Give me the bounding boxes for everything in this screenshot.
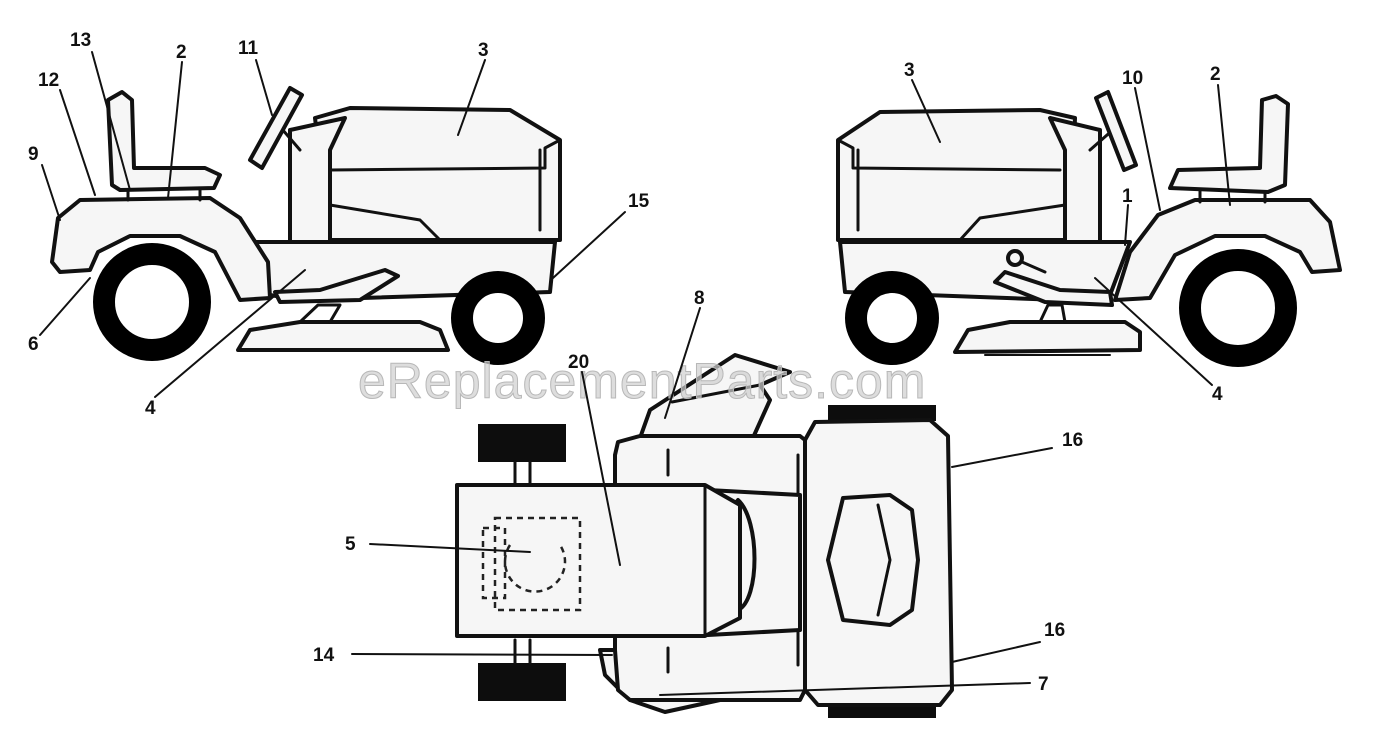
leader-right-1 — [1124, 204, 1129, 246]
right-rear-wheel — [1179, 249, 1297, 367]
right-seat-back — [1168, 94, 1290, 194]
top-front-tire-right — [478, 663, 566, 701]
leader-left-3 — [457, 59, 486, 136]
left-side-view — [50, 86, 562, 365]
leader-top-20 — [581, 371, 621, 566]
top-chute-fold — [670, 383, 762, 404]
top-rear-tire-left — [828, 405, 936, 421]
right-front-wheel — [845, 271, 939, 365]
callout-right-10: 10 — [1122, 68, 1143, 89]
right-hood-side-line — [836, 138, 1062, 172]
top-engine-inner — [481, 526, 507, 600]
top-view — [455, 353, 954, 718]
leader-right-2 — [1217, 84, 1231, 206]
left-seat-base — [126, 186, 202, 202]
callout-top-16b: 16 — [1044, 620, 1065, 641]
callout-right-1: 1 — [1122, 186, 1133, 207]
callout-top-8: 8 — [694, 288, 705, 309]
top-front-tire-left — [478, 424, 566, 462]
right-side-view — [836, 90, 1342, 367]
callout-left-6: 6 — [28, 334, 39, 355]
top-seat — [826, 493, 920, 627]
leader-top-14 — [351, 653, 613, 656]
leader-left-13 — [91, 51, 131, 191]
right-lift-lever — [1020, 260, 1047, 274]
callout-left-4: 4 — [145, 398, 156, 419]
left-steering-wheel — [248, 86, 304, 170]
callout-left-13: 13 — [70, 30, 91, 51]
top-engine-flywheel — [503, 544, 567, 593]
callout-left-3: 3 — [478, 40, 489, 61]
leader-lines — [39, 51, 1231, 696]
callout-left-11: 11 — [238, 38, 259, 59]
left-hood-panel — [328, 203, 442, 242]
callout-top-5: 5 — [345, 534, 356, 555]
left-front-wheel — [451, 271, 545, 365]
leader-left-12 — [59, 89, 96, 196]
leader-left-6 — [39, 277, 91, 336]
leader-right-3 — [911, 79, 941, 143]
leader-right-4 — [1094, 277, 1213, 386]
right-mower-deck — [953, 320, 1142, 354]
callout-left-15: 15 — [628, 191, 650, 212]
callout-right-3: 3 — [904, 60, 915, 81]
callout-top-16a: 16 — [1062, 430, 1083, 451]
callout-left-12: 12 — [38, 70, 59, 91]
watermark: eReplacementParts.com — [358, 353, 926, 409]
right-lift-lever-knob — [1006, 249, 1024, 267]
left-seat-back — [106, 90, 222, 192]
callout-labels: 13 12 9 2 11 3 15 6 4 3 10 2 1 4 8 20 16… — [28, 30, 1223, 695]
leader-left-11 — [255, 59, 273, 116]
left-mower-deck — [236, 320, 450, 352]
leader-top-8 — [664, 307, 701, 419]
left-deck-bracket — [298, 303, 342, 324]
callout-top-7: 7 — [1038, 674, 1049, 695]
top-hood — [455, 483, 742, 638]
callout-right-2: 2 — [1210, 64, 1221, 85]
leader-top-16a — [951, 447, 1053, 468]
callout-left-2: 2 — [176, 42, 187, 63]
callout-top-14: 14 — [313, 645, 335, 666]
leader-top-16b — [951, 641, 1041, 663]
callout-left-9: 9 — [28, 144, 39, 165]
leader-left-4 — [154, 269, 306, 398]
right-engine-hood — [836, 108, 1077, 242]
right-seat-base — [1198, 188, 1267, 204]
left-engine-hood — [313, 106, 562, 242]
left-footrest — [273, 268, 400, 304]
left-rear-wheel — [93, 243, 211, 361]
leader-left-9 — [41, 164, 61, 221]
top-engine-outline — [493, 516, 582, 612]
leader-left-2 — [167, 61, 183, 199]
top-front-axle-stubs — [513, 460, 532, 665]
right-hood-panel — [958, 203, 1067, 242]
leader-top-7 — [659, 682, 1031, 696]
leader-top-5 — [369, 543, 531, 553]
left-hood-side-line — [328, 138, 562, 172]
left-rear-fender — [50, 196, 272, 302]
leader-left-15 — [552, 211, 626, 279]
right-rear-fender — [1113, 198, 1342, 302]
right-deck-bracket — [1038, 303, 1067, 324]
top-seat-line — [876, 503, 892, 617]
callout-top-20: 20 — [568, 352, 589, 373]
leader-right-10 — [1134, 87, 1161, 211]
callout-right-4: 4 — [1212, 384, 1223, 405]
right-steering-wheel — [1094, 90, 1138, 172]
